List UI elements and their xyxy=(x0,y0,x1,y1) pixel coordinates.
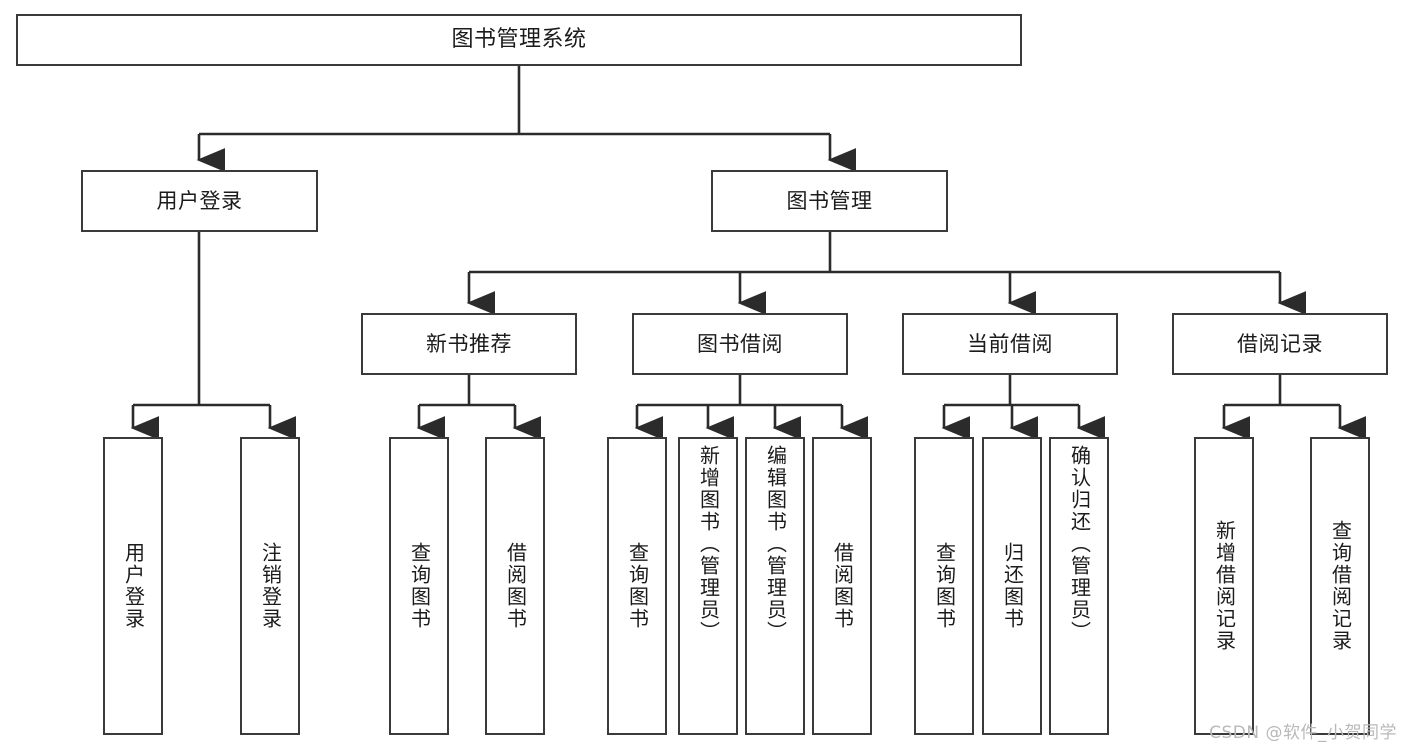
leaf-user-logout[interactable]: 注销登录 xyxy=(240,437,300,735)
leaf-edit-book-label: 编辑图书（管理员） xyxy=(763,445,788,643)
leaf-add-book-label: 新增图书（管理员） xyxy=(696,445,721,643)
node-user-login-label: 用户登录 xyxy=(156,188,243,213)
leaf-query-record-label: 查询借阅记录 xyxy=(1328,520,1353,652)
node-new-book-rec-label: 新书推荐 xyxy=(426,331,512,356)
node-book-borrow[interactable]: 图书借阅 xyxy=(632,313,848,375)
node-current-borrow[interactable]: 当前借阅 xyxy=(902,313,1118,375)
node-current-borrow-label: 当前借阅 xyxy=(967,331,1053,356)
node-borrow-record-label: 借阅记录 xyxy=(1237,331,1323,356)
leaf-confirm-return-label: 确认归还（管理员） xyxy=(1067,445,1092,643)
leaf-user-login[interactable]: 用户登录 xyxy=(103,437,163,735)
node-root[interactable]: 图书管理系统 xyxy=(16,14,1022,66)
leaf-query-book-2[interactable]: 查询图书 xyxy=(607,437,667,735)
node-book-borrow-label: 图书借阅 xyxy=(697,331,783,356)
leaf-borrow-book-1-label: 借阅图书 xyxy=(503,542,528,630)
leaf-query-book-1-label: 查询图书 xyxy=(407,542,432,630)
leaf-query-book-2-label: 查询图书 xyxy=(625,542,650,630)
leaf-edit-book[interactable]: 编辑图书（管理员） xyxy=(745,437,805,735)
leaf-query-record[interactable]: 查询借阅记录 xyxy=(1310,437,1370,735)
leaf-borrow-book-1[interactable]: 借阅图书 xyxy=(485,437,545,735)
leaf-add-record-label: 新增借阅记录 xyxy=(1212,520,1237,652)
leaf-query-book-3[interactable]: 查询图书 xyxy=(914,437,974,735)
node-new-book-rec[interactable]: 新书推荐 xyxy=(361,313,577,375)
leaf-borrow-book-2[interactable]: 借阅图书 xyxy=(812,437,872,735)
leaf-return-book-label: 归还图书 xyxy=(1000,542,1025,630)
leaf-user-login-label: 用户登录 xyxy=(121,542,146,630)
leaf-user-logout-label: 注销登录 xyxy=(258,542,283,630)
node-user-login[interactable]: 用户登录 xyxy=(81,170,318,232)
leaf-add-record[interactable]: 新增借阅记录 xyxy=(1194,437,1254,735)
leaf-query-book-3-label: 查询图书 xyxy=(932,542,957,630)
leaf-return-book[interactable]: 归还图书 xyxy=(982,437,1042,735)
leaf-borrow-book-2-label: 借阅图书 xyxy=(830,542,855,630)
leaf-add-book[interactable]: 新增图书（管理员） xyxy=(678,437,738,735)
node-book-manage[interactable]: 图书管理 xyxy=(711,170,948,232)
leaf-query-book-1[interactable]: 查询图书 xyxy=(389,437,449,735)
leaf-confirm-return[interactable]: 确认归还（管理员） xyxy=(1049,437,1109,735)
node-root-label: 图书管理系统 xyxy=(451,27,587,53)
watermark: CSDN @软件_小贺同学 xyxy=(1209,723,1397,743)
node-borrow-record[interactable]: 借阅记录 xyxy=(1172,313,1388,375)
node-book-manage-label: 图书管理 xyxy=(786,188,873,213)
